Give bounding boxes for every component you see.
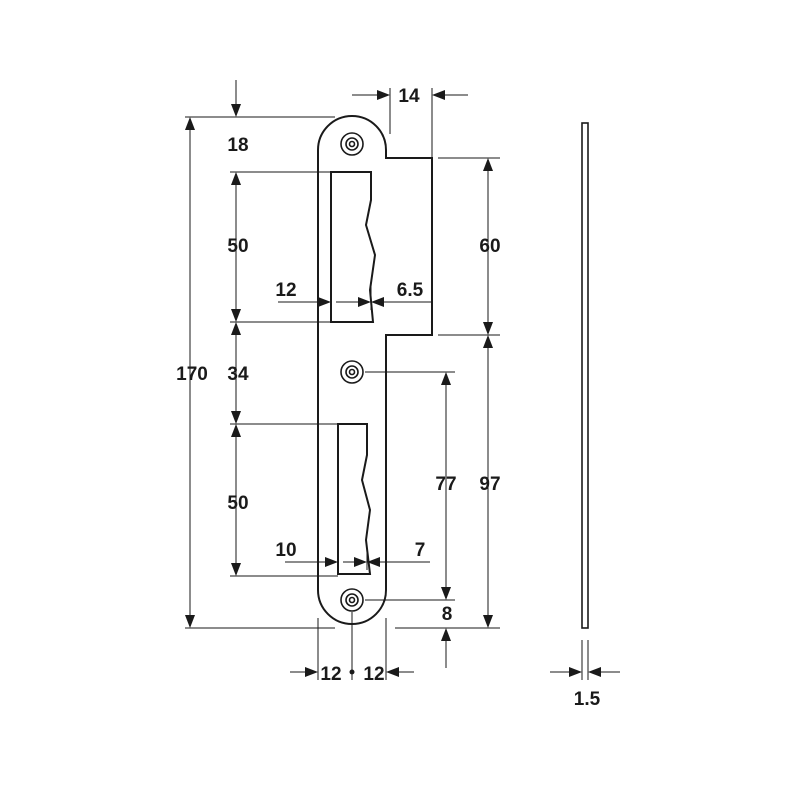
dim-line-50-upper [231, 172, 241, 322]
side-profile [581, 122, 589, 629]
label-lower-hole-to-lip: 77 [435, 474, 456, 495]
label-half-width-left: 12 [320, 664, 341, 685]
upper-latch-slot [330, 171, 377, 323]
label-thickness: 1.5 [574, 689, 601, 710]
extension-lines [185, 88, 589, 680]
label-bottom-offset: 8 [442, 604, 453, 625]
dim-line-12-12 [290, 667, 414, 677]
label-slot-width-lower: 10 [275, 540, 296, 561]
dim-line-77 [441, 372, 451, 600]
dim-line-10-7 [285, 557, 430, 567]
dim-line-97 [483, 335, 493, 628]
label-total-height: 170 [176, 364, 208, 385]
dim-line-18 [231, 80, 241, 117]
label-lower-to-lip-end: 97 [479, 474, 500, 495]
middle-screw-hole [340, 360, 364, 384]
dim-line-50-lower [231, 424, 241, 576]
lower-latch-slot [337, 423, 372, 575]
dim-line-14 [352, 90, 468, 100]
label-upper-slot-height: 50 [227, 236, 248, 257]
dim-line-60 [483, 158, 493, 335]
label-slot-width-upper: 12 [275, 280, 296, 301]
bottom-screw-hole [340, 588, 364, 612]
dim-line-34 [231, 322, 241, 424]
label-lip-width: 14 [398, 86, 420, 107]
dim-line-170 [185, 117, 195, 628]
dim-line-12-6.5 [278, 297, 432, 307]
label-slot-spacing: 34 [227, 364, 249, 385]
top-screw-hole [340, 132, 364, 156]
dim-line-8 [441, 628, 451, 668]
label-half-width-right: 12 [363, 664, 384, 685]
dim-line-1.5 [550, 667, 620, 677]
label-top-offset: 18 [227, 135, 248, 156]
label-lower-slot-height: 50 [227, 493, 248, 514]
label-slot-offset-lower: 7 [415, 540, 426, 561]
label-lip-height: 60 [479, 236, 500, 257]
label-slot-offset-upper: 6.5 [397, 280, 424, 301]
